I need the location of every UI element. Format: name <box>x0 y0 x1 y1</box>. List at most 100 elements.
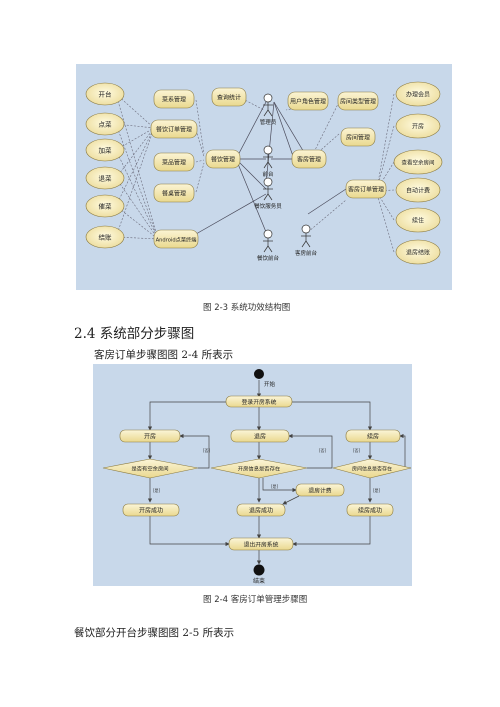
module-box <box>205 149 241 169</box>
module-box <box>337 91 379 111</box>
activity-extend-ok-label: 续房成功 <box>358 507 382 515</box>
usecase-label: 开房 <box>412 123 424 131</box>
actor-figure <box>263 229 273 253</box>
activity-extend <box>345 429 401 443</box>
end-label: 结束 <box>253 577 265 585</box>
usecase-label: 催菜 <box>99 202 113 211</box>
actor-label: 餐饮前台 <box>257 254 280 262</box>
usecase-label: 续住 <box>412 217 424 225</box>
activity-extend-label: 续房 <box>367 433 379 441</box>
module-label: Android点菜终端 <box>156 236 197 244</box>
decision-room-info-label: 房间信息是否存在 <box>352 466 392 473</box>
module-label: 房间类型管理 <box>340 98 376 106</box>
activity-login <box>225 395 293 408</box>
usecase-oval <box>85 225 125 249</box>
module-label: 菜品管理 <box>162 159 186 167</box>
usecase-label: 自动计费 <box>406 187 430 195</box>
activity-checkout <box>230 429 290 443</box>
include-connectors <box>115 93 395 253</box>
module-box <box>150 119 198 139</box>
decision-room-info <box>332 458 412 479</box>
start-label: 开始 <box>264 380 276 388</box>
module-label: 客房订单管理 <box>348 186 384 194</box>
usecase-label: 开台 <box>99 90 112 99</box>
actor-label: 管理员 <box>260 118 277 126</box>
usecase-label: 退菜 <box>99 174 113 183</box>
module-box <box>211 87 247 107</box>
usecase-label: 加菜 <box>99 146 113 155</box>
module-label: 菜系管理 <box>162 96 186 104</box>
actor-figure <box>263 177 273 201</box>
module-label: 餐饮管理 <box>211 156 235 164</box>
module-label: 房间管理 <box>346 134 370 142</box>
activity-open <box>119 429 181 443</box>
usecase-label: 退房结账 <box>406 249 430 257</box>
module-box <box>153 229 199 249</box>
usecase-oval <box>85 138 125 162</box>
usecase-label: 办理会员 <box>406 91 430 99</box>
module-box <box>345 179 387 199</box>
activity-exit <box>228 537 294 551</box>
usecase-label: 点菜 <box>99 120 113 129</box>
activity-calc <box>295 483 345 497</box>
usecase-oval <box>395 239 441 265</box>
module-label: 餐饮订单管理 <box>156 126 192 134</box>
activity-open-label: 开房 <box>144 433 156 441</box>
module-box <box>340 127 376 147</box>
decision-open-info <box>210 458 308 479</box>
actors <box>263 93 311 253</box>
guard-label: [否] <box>319 448 327 453</box>
activity-exit-label: 退出开房系统 <box>244 541 279 549</box>
usecase-oval <box>393 149 443 175</box>
activity-login-label: 登录开房系统 <box>242 398 277 406</box>
system-function-diagram: 开台 点菜 加菜 退菜 催菜 结账 菜系管理 餐饮订单管理 菜品管理 餐桌管理 … <box>76 64 452 290</box>
decision-room-available-label: 是否有空余房间 <box>131 465 168 473</box>
activity-checkout-ok <box>236 503 286 517</box>
footer-paragraph: 餐饮部分开台步骤图图 2-5 所表示 <box>74 627 235 639</box>
usecase-oval <box>85 166 125 190</box>
module-box <box>287 91 329 111</box>
module-label: 查询统计 <box>217 94 241 102</box>
guard-label: [是] <box>271 483 279 489</box>
guard-label: [是] <box>153 487 161 493</box>
module-label: 客房管理 <box>297 156 321 164</box>
actor-figure <box>263 145 273 169</box>
module-box <box>153 183 195 203</box>
usecase-label: 结账 <box>99 233 113 242</box>
usecase-oval <box>395 207 441 233</box>
guard-label: [否] <box>203 448 211 453</box>
usecase-oval <box>395 81 441 107</box>
module-box <box>153 152 195 172</box>
actor-figure <box>301 224 311 248</box>
activity-open-ok <box>122 503 180 517</box>
guard-label: [是] <box>373 487 381 493</box>
activity-checkout-label: 退房 <box>254 433 266 441</box>
mid-modules: 菜系管理 餐饮订单管理 菜品管理 餐桌管理 Android点菜终端 餐饮管理 查… <box>150 87 387 249</box>
actor-figure <box>263 93 273 117</box>
module-label: 用户角色管理 <box>290 98 326 106</box>
left-use-cases: 开台 点菜 加菜 退菜 催菜 结账 <box>85 82 125 249</box>
usecase-oval <box>395 113 441 139</box>
module-box <box>153 89 195 109</box>
figure-caption: 图 2-4 客房订单管理步骤图 <box>203 595 308 605</box>
flow-lines <box>147 380 411 565</box>
usecase-oval <box>85 82 125 106</box>
guard-label: [否] <box>353 448 361 453</box>
actor-label: 客房前台 <box>295 249 318 257</box>
usecase-label: 查看空余房间 <box>401 159 434 167</box>
decision-room-available <box>102 458 199 479</box>
section-heading: 2.4 系统部分步骤图 <box>74 326 195 342</box>
section-intro: 客房订单步骤图图 2-4 所表示 <box>94 349 234 361</box>
usecase-oval <box>395 177 441 203</box>
usecase-oval <box>85 194 125 218</box>
activity-open-ok-label: 开房成功 <box>139 507 163 515</box>
actor-label: 餐饮服务员 <box>254 202 282 210</box>
decision-open-info-label: 开房信息是否存在 <box>238 465 280 473</box>
actor-label: 前台 <box>262 170 274 178</box>
start-node <box>254 369 264 379</box>
association-lines <box>195 101 347 235</box>
room-order-activity-diagram: 开始 结束 登录开房系统 开房 退房 续房 是否有空余房间 开房信息是否存在 房… <box>93 364 412 586</box>
activity-extend-ok <box>346 503 394 517</box>
usecase-oval <box>85 112 125 136</box>
module-box <box>291 149 327 169</box>
